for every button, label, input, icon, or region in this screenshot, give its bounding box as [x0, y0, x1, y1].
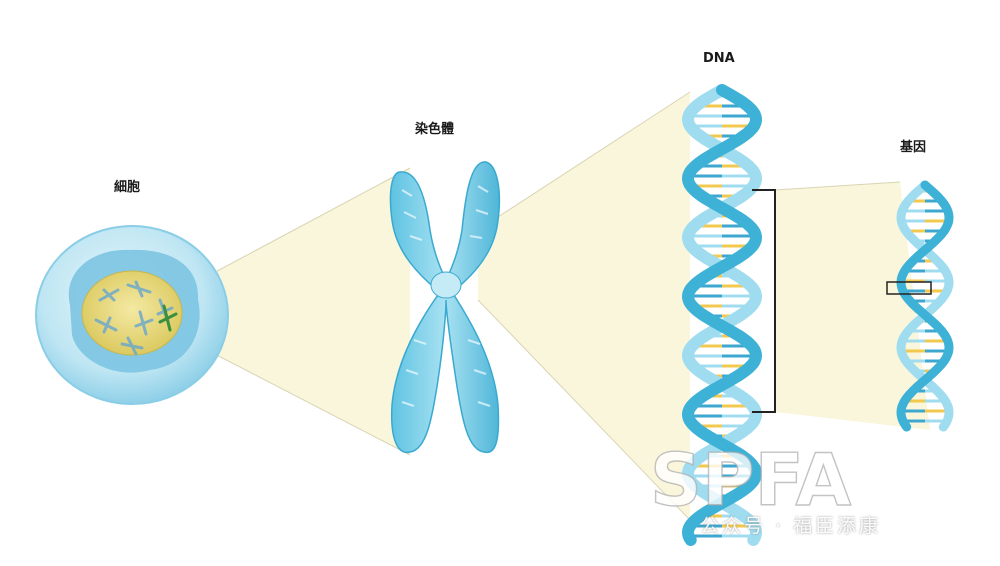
label-gene: 基因 [900, 140, 927, 155]
centromere [430, 271, 462, 299]
zoom-wedge-dna-to-gene [775, 182, 930, 430]
helix-strand [896, 180, 954, 432]
watermark-logo-text: SPFA [650, 438, 852, 522]
cell-illustration [35, 225, 229, 405]
helix-strand [681, 84, 763, 546]
label-cell: 細胞 [114, 180, 141, 195]
watermark-caption: 公众号 · 福臣添康 [700, 515, 882, 537]
gene-highlight-box [886, 281, 932, 295]
zoom-wedge-cell-to-chromosome [178, 168, 410, 455]
helix-strand [681, 84, 763, 546]
helix-strand [896, 180, 954, 432]
watermark-logo: SPFA [649, 437, 969, 523]
dna-double-helix [681, 84, 763, 546]
zoom-wedge-chromosome-to-dna [478, 92, 690, 520]
sun-icon [921, 456, 969, 504]
gene-bracket [752, 189, 776, 413]
gene-helix [896, 180, 954, 432]
chromosome-illustration [389, 161, 501, 454]
chromosome-glyphs [94, 280, 174, 356]
label-chromosome: 染色體 [415, 122, 455, 137]
label-dna: DNA [703, 51, 735, 66]
